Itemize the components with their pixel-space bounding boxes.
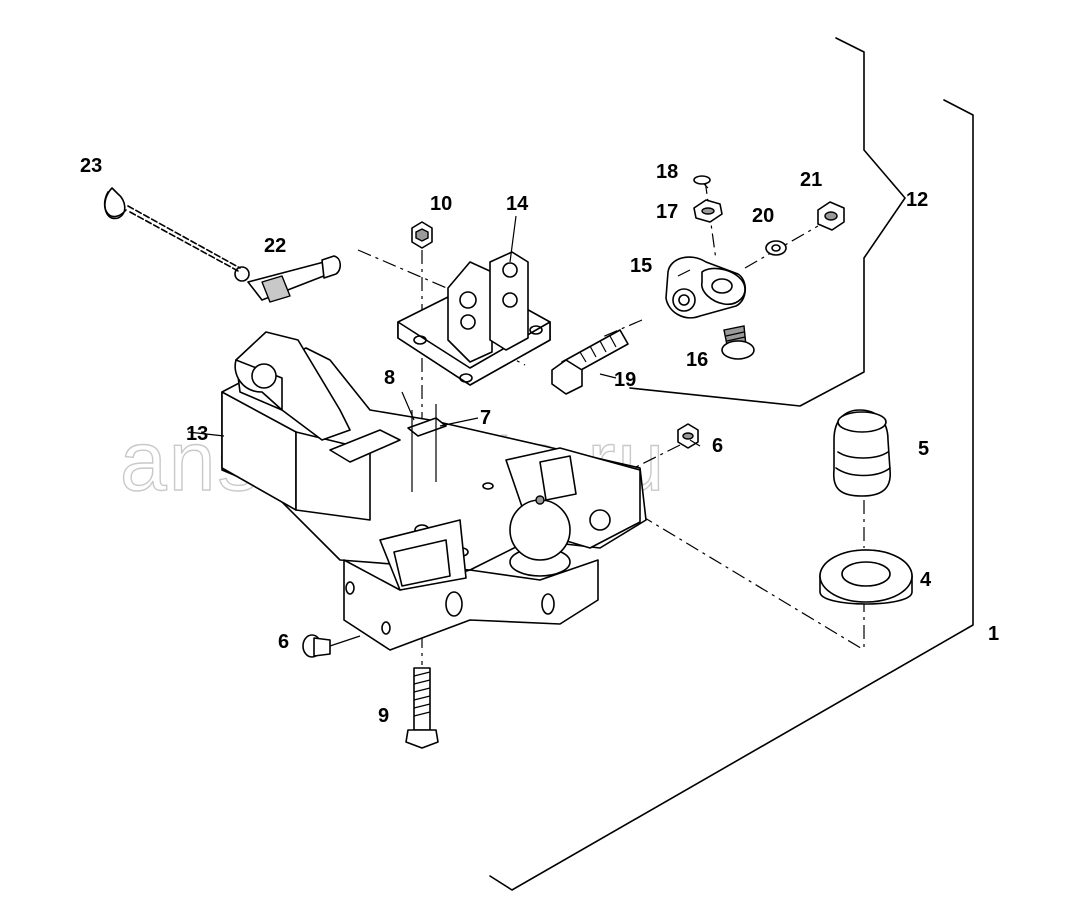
callout-13: 13: [186, 423, 208, 445]
callout-9: 9: [378, 705, 389, 727]
ring-4: [819, 549, 913, 605]
callout-23: 23: [80, 155, 102, 177]
callout-16: 16: [686, 349, 708, 371]
callout-12: 12: [906, 189, 928, 211]
bracket-assembly-1: [489, 99, 974, 891]
boot-5: [833, 409, 891, 497]
callout-21: 21: [800, 169, 822, 191]
split-pin-18: [693, 175, 711, 185]
callout-20: 20: [752, 205, 774, 227]
bracket-assembly-12: [629, 37, 906, 407]
housing-15: [665, 256, 747, 319]
callout-22: 22: [264, 235, 286, 257]
callout-17: 17: [656, 201, 678, 223]
callout-4: 4: [920, 569, 932, 591]
screw-16: [721, 325, 755, 360]
callout-1: 1: [988, 623, 999, 645]
nut-10: [411, 221, 433, 249]
linch-pin-clip-23: [103, 187, 127, 220]
callout-14: 14: [506, 193, 529, 215]
callout-15: 15: [630, 255, 652, 277]
hitch-body-13: [221, 331, 647, 651]
callout-19: 19: [614, 369, 636, 391]
nut-21: [817, 201, 845, 231]
pin-22: [247, 255, 342, 303]
callout-7: 7: [480, 407, 491, 429]
washer-20: [765, 240, 787, 256]
callout-5: 5: [918, 438, 929, 460]
bolt-19: [551, 329, 629, 395]
callout-18: 18: [656, 161, 678, 183]
callout-labels: 1 4 5 6 6 7 8 9 10 12 13 14 15 16 17 18 …: [80, 155, 999, 727]
leader-lines: [187, 183, 709, 447]
chain: [127, 205, 250, 282]
callout-6-left: 6: [278, 631, 289, 653]
bracket-14: [397, 251, 551, 386]
leader-6-left: [329, 635, 361, 647]
pins-8: [411, 404, 437, 492]
callout-6-right: 6: [712, 435, 723, 457]
bolt-9: [405, 667, 439, 749]
grease-fitting-6-right: [677, 423, 699, 449]
callout-8: 8: [384, 367, 395, 389]
nut-17: [693, 199, 723, 223]
grease-fitting-6-left: [302, 634, 331, 658]
callout-10: 10: [430, 193, 452, 215]
